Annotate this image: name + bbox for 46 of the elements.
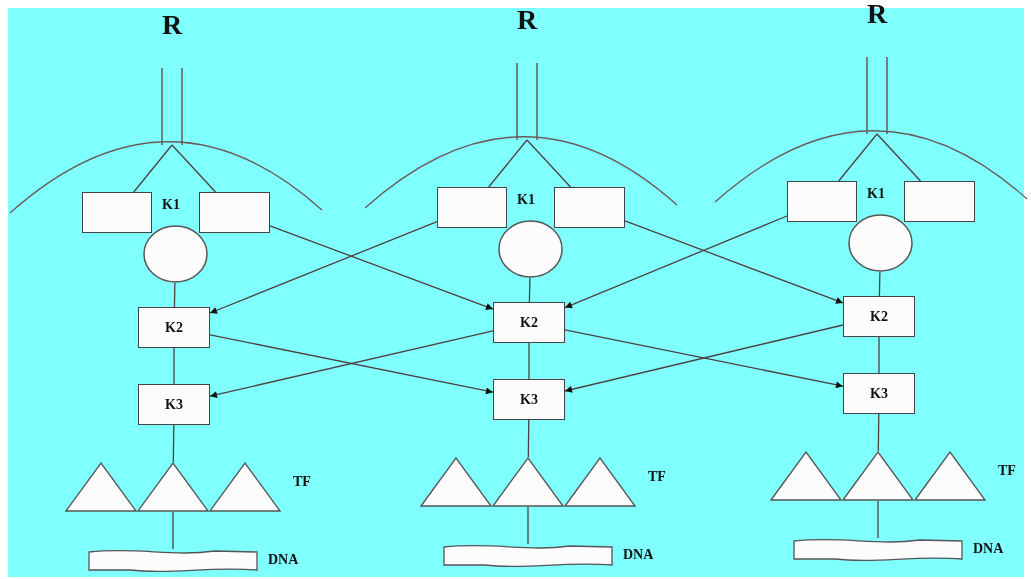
empty-box	[787, 181, 857, 222]
connector-line	[878, 271, 881, 297]
connector-line	[838, 133, 878, 182]
component-label: TF	[648, 469, 666, 485]
connector-line	[878, 336, 880, 374]
connector-line	[528, 342, 530, 380]
process-box: K3	[493, 379, 565, 420]
connector-line	[877, 500, 879, 539]
component-label: K1	[517, 192, 535, 208]
connector-line	[172, 424, 175, 463]
connector-line	[876, 133, 922, 182]
connector-line	[877, 413, 880, 452]
component-label: TF	[293, 474, 311, 490]
connector-line	[173, 347, 175, 385]
empty-box	[904, 181, 975, 222]
connector-line	[171, 144, 217, 193]
empty-box	[554, 187, 625, 228]
process-box: K3	[843, 373, 915, 414]
receptor-label: R	[515, 5, 539, 35]
connector-line	[527, 506, 529, 545]
connector-line	[526, 139, 572, 188]
component-label: K1	[162, 197, 180, 213]
arrow	[624, 220, 844, 304]
empty-box	[437, 187, 507, 228]
process-box: K2	[138, 307, 210, 348]
receptor-label: R	[865, 0, 889, 29]
component-label: TF	[998, 463, 1016, 479]
arrow	[209, 220, 438, 314]
connector-line	[528, 277, 531, 303]
arrow	[564, 215, 788, 309]
connector-line	[527, 419, 530, 458]
connector-line	[172, 511, 174, 550]
component-label: DNA	[973, 541, 1004, 557]
empty-box	[82, 192, 152, 233]
process-box: K2	[843, 296, 915, 337]
component-label: DNA	[623, 547, 654, 563]
process-box: K3	[138, 384, 210, 425]
arrow	[269, 225, 494, 310]
component-label: DNA	[268, 552, 299, 568]
process-box: K2	[493, 302, 565, 343]
connector-line	[488, 139, 528, 188]
receptor-label: R	[160, 10, 184, 40]
connector-line	[133, 144, 173, 193]
connector-line	[173, 282, 176, 308]
empty-box	[199, 192, 270, 233]
component-label: K1	[867, 186, 885, 202]
